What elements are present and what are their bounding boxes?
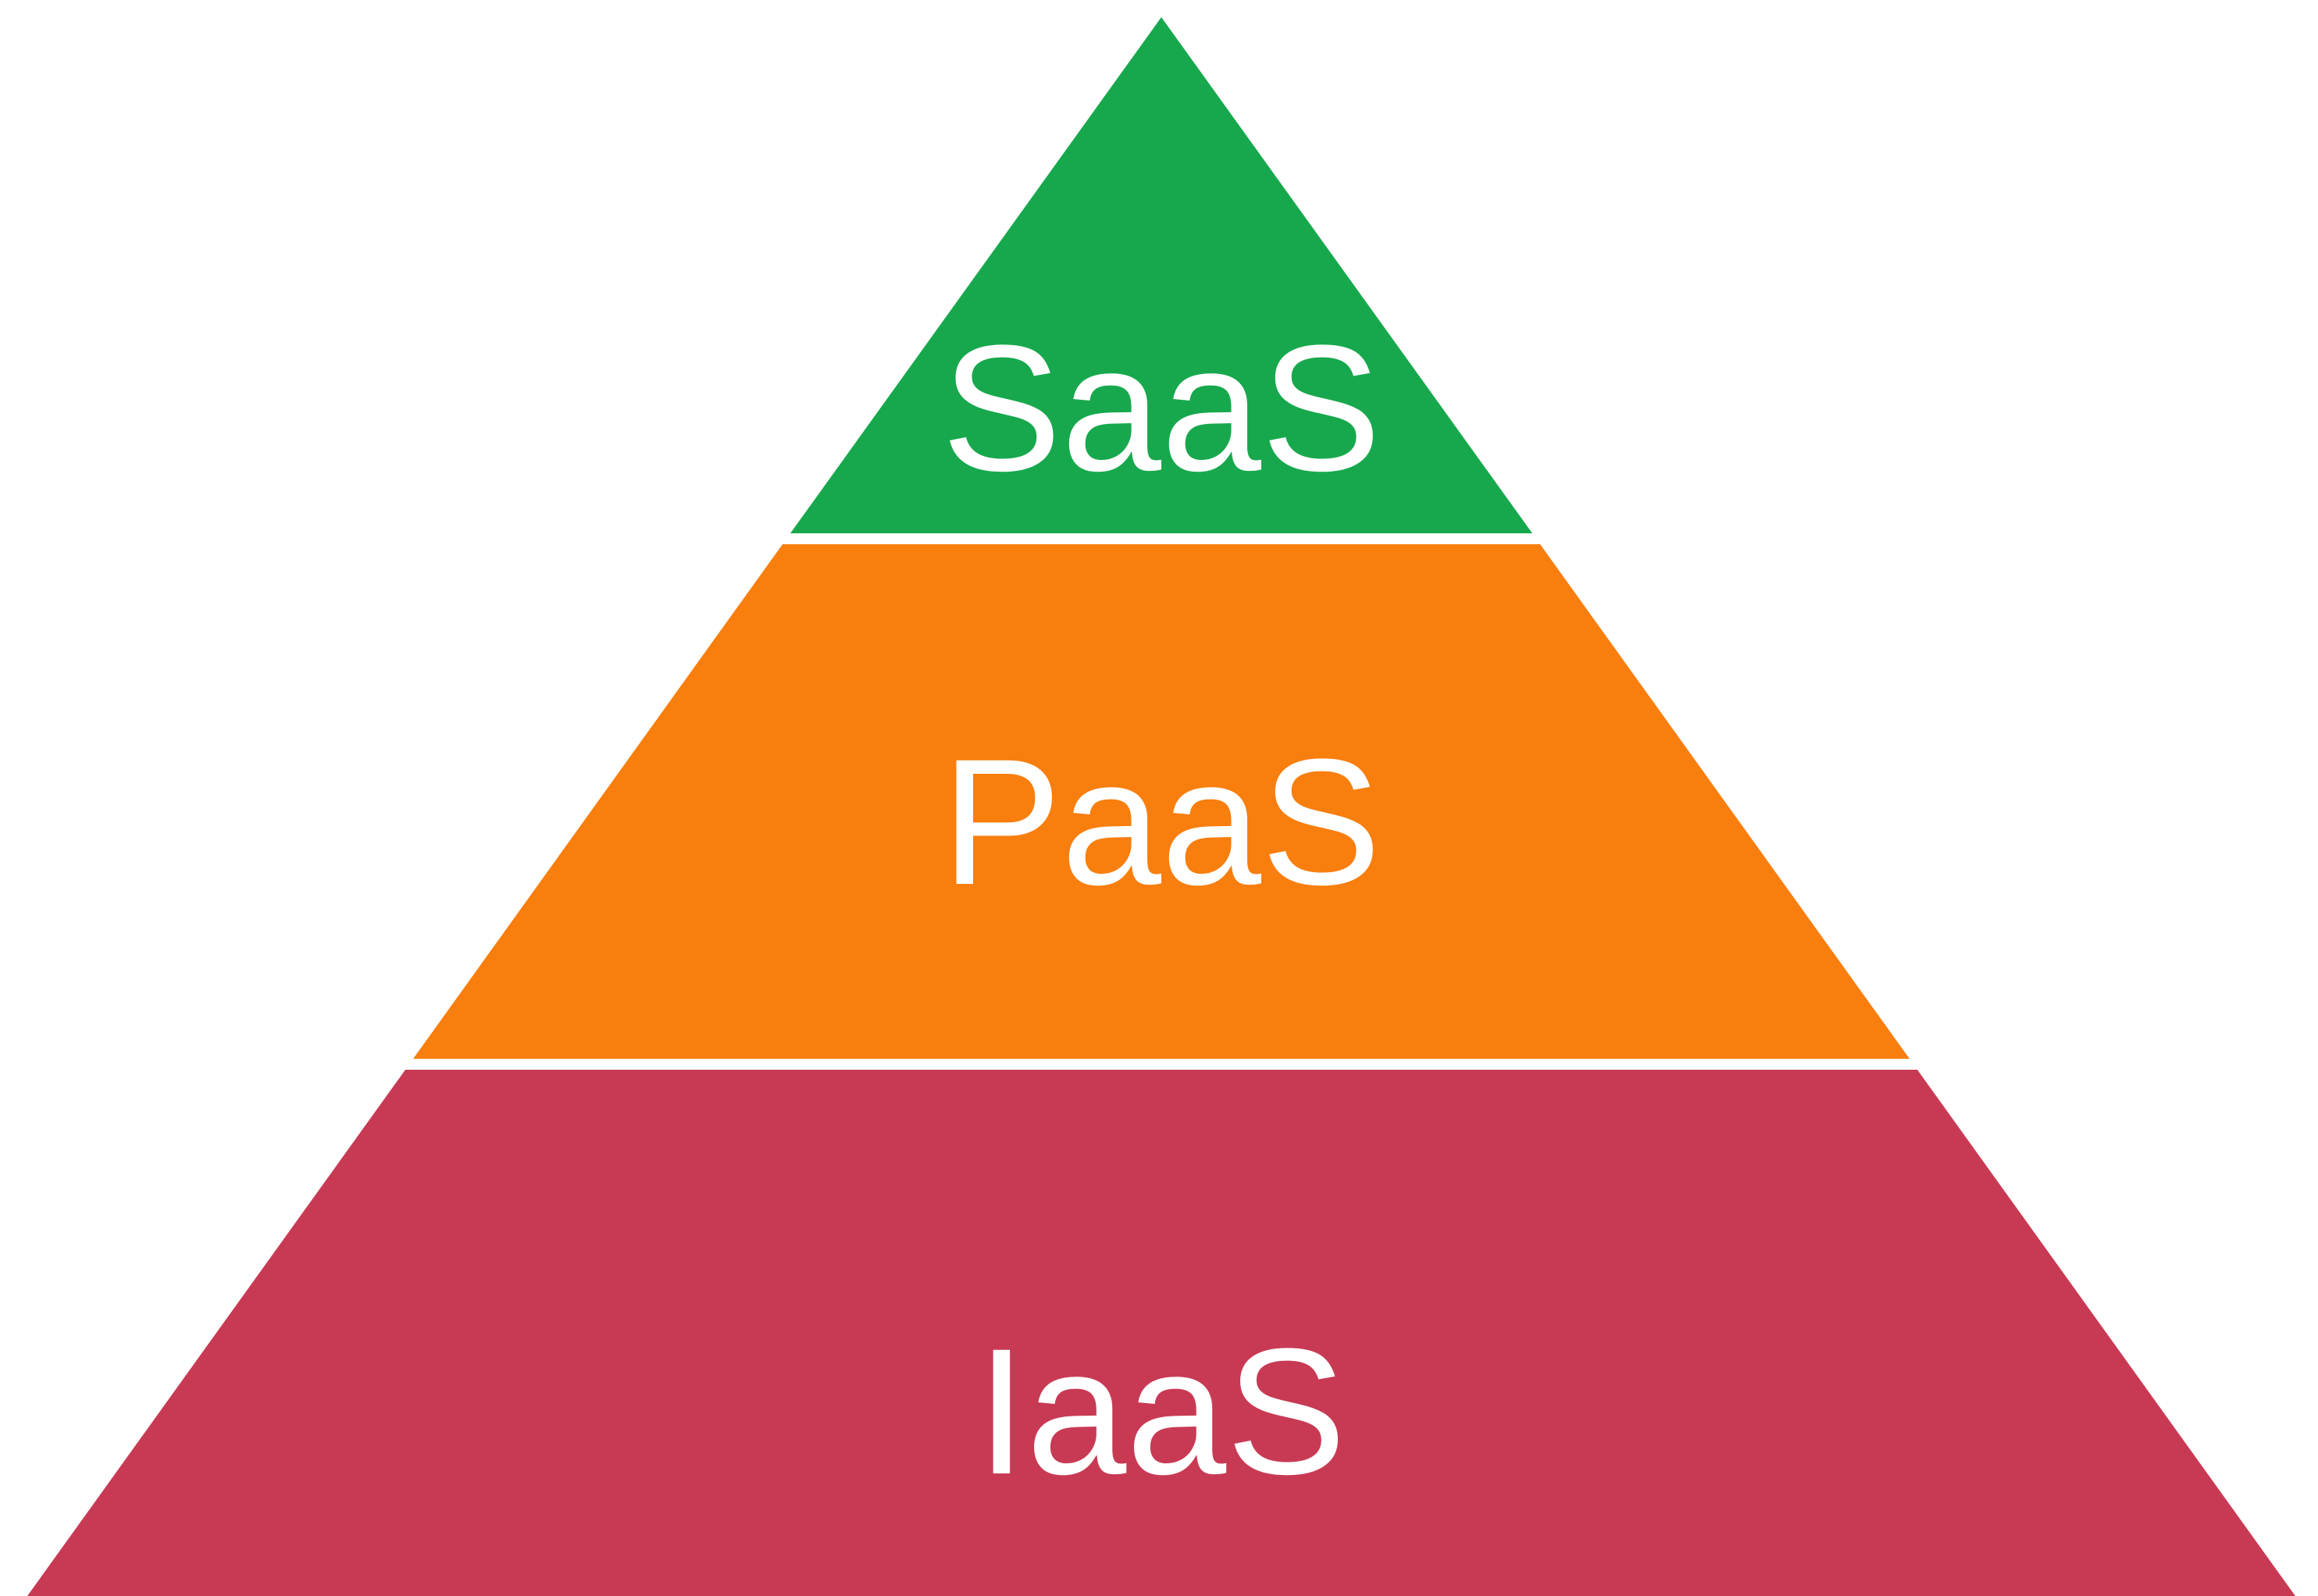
iaas-layer-shape: [27, 1070, 2295, 1596]
paas-layer-shape: [413, 544, 1910, 1059]
paas-label: PaaS: [942, 721, 1382, 922]
saas-layer-shape: [790, 17, 1532, 533]
saas-label: SaaS: [942, 308, 1382, 508]
iaas-label: IaaS: [976, 1311, 1346, 1512]
